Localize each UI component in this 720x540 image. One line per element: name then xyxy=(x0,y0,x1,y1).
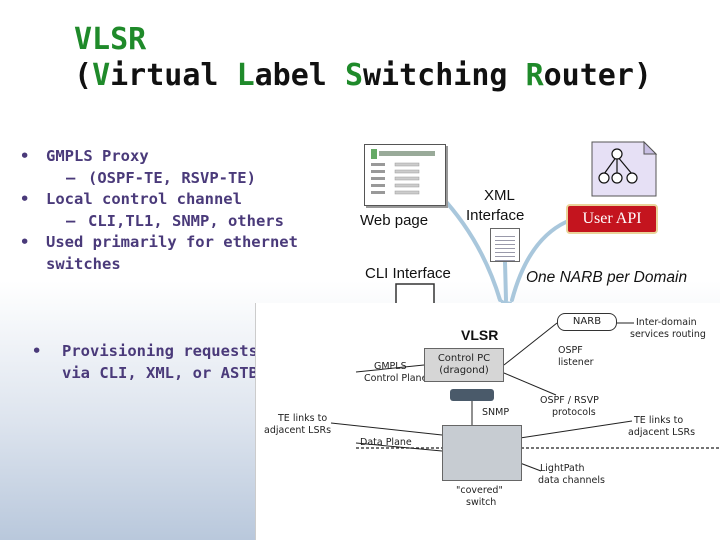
web-page-label: Web page xyxy=(360,212,429,229)
inter-domain-label-1: Inter-domain xyxy=(636,317,697,328)
bullet-item: •GMPLS Proxy xyxy=(20,147,149,165)
arrow-web-to-vlsr xyxy=(438,193,502,302)
xml-label-line-1: XML xyxy=(484,187,515,204)
gmpls-label-1: GMPLS xyxy=(374,361,407,372)
narb-box: NARB xyxy=(557,313,617,331)
vlsr-diagram-label: VLSR xyxy=(461,327,499,343)
web-page-thumbnail xyxy=(364,144,446,206)
te-links-right-1: TE links to xyxy=(634,415,684,426)
title-line-2: (Virtual Label Switching Router) xyxy=(74,58,652,93)
title-line-1: VLSR xyxy=(74,22,147,57)
ethernet-switch xyxy=(442,425,522,481)
te-links-left-2: adjacent LSRs xyxy=(264,425,332,436)
gmpls-label-2: Control Plane xyxy=(364,373,428,384)
api-tree-document-icon xyxy=(591,140,658,197)
arrow-api-to-vlsr xyxy=(510,220,568,302)
web-page-icon xyxy=(371,149,435,195)
bullet-continuation: switches xyxy=(46,254,121,273)
control-pc-box: Control PC (dragond) xyxy=(424,348,504,382)
lightpath-label-1: LightPath xyxy=(540,463,585,474)
sub-bullet-item: –(OSPF-TE, RSVP-TE) xyxy=(66,168,256,187)
te-links-left-1: TE links to xyxy=(278,413,328,424)
bullet-item: •Used primarily for ethernet xyxy=(20,233,298,251)
xml-label-line-2: Interface xyxy=(466,207,525,224)
data-plane-label: Data Plane xyxy=(360,437,412,448)
router-icon xyxy=(450,389,494,401)
bullet-item: •Local control channel xyxy=(20,190,242,208)
provisioning-bullet: •Provisioning requests via CLI, XML, or … xyxy=(32,342,258,382)
covered-switch-label-2: switch xyxy=(466,497,497,508)
user-api-box: User API xyxy=(566,204,658,234)
arrow-xml-to-vlsr xyxy=(503,260,508,302)
xml-document-icon xyxy=(490,228,520,262)
ospf-label-1: OSPF xyxy=(558,345,583,356)
narb-per-domain-label: One NARB per Domain xyxy=(526,269,688,286)
covered-switch-label-1: "covered" xyxy=(456,485,503,496)
slide-title: VLSR (Virtual Label Switching Router) xyxy=(74,22,652,94)
rsvp-label-1: OSPF / RSVP xyxy=(540,395,599,406)
ospf-label-2: listener xyxy=(558,357,594,368)
bullet-list: •GMPLS Proxy –(OSPF-TE, RSVP-TE) •Local … xyxy=(20,146,298,275)
lightpath-label-2: data channels xyxy=(538,475,605,486)
inter-domain-label-2: services routing xyxy=(630,329,706,340)
snmp-label: SNMP xyxy=(482,407,510,418)
te-links-right-2: adjacent LSRs xyxy=(628,427,696,438)
vlsr-architecture-diagram: NARB Inter-domain services routing VLSR … xyxy=(255,303,720,540)
cli-interface-label: CLI Interface xyxy=(365,265,451,282)
sub-bullet-item: –CLI,TL1, SNMP, others xyxy=(66,211,284,230)
rsvp-label-2: protocols xyxy=(552,407,596,418)
